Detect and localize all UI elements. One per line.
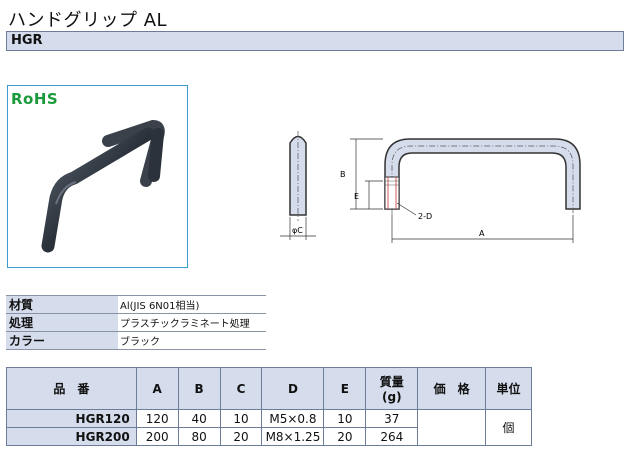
spec-value: Al(JIS 6N01相当) <box>118 295 266 314</box>
product-photo-frame: RoHS <box>7 85 188 268</box>
mass-unit: (g) <box>382 390 402 404</box>
spec-key: 処理 <box>6 313 118 332</box>
col-header-d: D <box>261 367 325 410</box>
side-view: φC <box>280 131 316 240</box>
size-table: 品 番 A B C D E 質量 (g) 価 格 単位 HGR120 120 4… <box>6 367 532 446</box>
cell-mass: 37 <box>365 409 419 428</box>
product-code-bar: HGR <box>6 31 624 51</box>
dim-label-phic: φC <box>292 226 303 235</box>
col-header-c: C <box>219 367 263 410</box>
spec-row: 処理 プラスチックラミネート処理 <box>6 313 266 332</box>
technical-drawing: φC B E 2-D A <box>280 131 581 243</box>
cell-mass: 264 <box>365 427 419 446</box>
dim-label-b: B <box>340 170 346 179</box>
cell-e: 20 <box>323 427 367 446</box>
table-row: HGR200 200 80 20 M8×1.25 20 264 <box>6 427 532 446</box>
product-code: HGR <box>11 33 43 48</box>
cell-e: 10 <box>323 409 367 428</box>
cell-unit: 個 <box>485 409 532 446</box>
front-view: B E 2-D A <box>340 138 581 243</box>
dim-label-a: A <box>479 229 485 238</box>
col-header-a: A <box>135 367 179 410</box>
cell-b: 40 <box>177 409 221 428</box>
col-header-price: 価 格 <box>417 367 487 410</box>
product-photo <box>41 119 165 253</box>
cell-c: 20 <box>219 427 263 446</box>
cell-b: 80 <box>177 427 221 446</box>
spec-row: 材質 Al(JIS 6N01相当) <box>6 295 266 314</box>
table-header-row: 品 番 A B C D E 質量 (g) 価 格 単位 <box>6 367 532 410</box>
col-header-e: E <box>323 367 367 410</box>
spec-key: カラー <box>6 331 118 350</box>
rohs-badge: RoHS <box>11 90 59 108</box>
col-header-model: 品 番 <box>6 367 137 410</box>
cell-model: HGR120 <box>6 409 137 428</box>
spec-value: プラスチックラミネート処理 <box>118 313 266 332</box>
spec-value: ブラック <box>118 331 266 350</box>
col-header-mass: 質量 (g) <box>365 367 419 410</box>
spec-key: 材質 <box>6 295 118 314</box>
cell-model: HGR200 <box>6 427 137 446</box>
page-title: ハンドグリップ AL <box>8 10 168 31</box>
dim-label-2d: 2-D <box>418 212 432 221</box>
cell-d: M5×0.8 <box>261 409 325 428</box>
spec-row: カラー ブラック <box>6 331 266 350</box>
col-header-b: B <box>177 367 221 410</box>
cell-a: 120 <box>135 409 179 428</box>
cell-a: 200 <box>135 427 179 446</box>
cell-price <box>417 409 487 446</box>
cell-d: M8×1.25 <box>261 427 325 446</box>
spec-table: 材質 Al(JIS 6N01相当) 処理 プラスチックラミネート処理 カラー ブ… <box>6 295 266 350</box>
dim-label-e: E <box>354 192 359 201</box>
col-header-unit: 単位 <box>485 367 532 410</box>
mass-label: 質量 <box>379 375 404 389</box>
cell-c: 10 <box>219 409 263 428</box>
table-row: HGR120 120 40 10 M5×0.8 10 37 個 <box>6 409 532 446</box>
